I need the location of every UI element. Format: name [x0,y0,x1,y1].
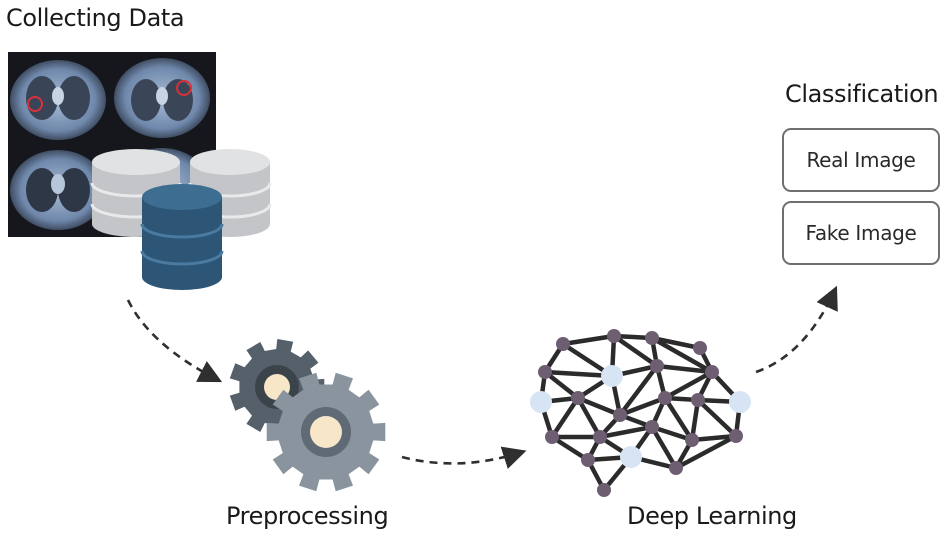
network-node [685,433,699,447]
arrow-collect-to-preprocess [126,299,223,383]
network-node [593,430,607,444]
network-node [650,359,664,373]
network-node [556,337,570,351]
network-node [581,453,595,467]
deep-learning-label: Deep Learning [627,502,797,530]
real-image-box: Real Image [782,128,940,192]
network-edge [549,395,581,440]
network-node [693,341,707,355]
network-edge [654,363,715,375]
ct-scan-slice [10,150,106,230]
network-edge [662,369,715,401]
network-edge [611,333,660,369]
network-node [669,461,683,475]
ct-scan-slice [114,58,210,138]
network-edge [597,424,655,440]
network-edge [549,434,591,463]
network-node [729,429,743,443]
network-edge [575,395,603,440]
network-node [530,391,552,413]
network-node [607,329,621,343]
network-node [601,365,623,387]
preprocessing-label: Preprocessing [226,502,389,530]
database-icon [90,149,272,290]
network-edge [649,424,695,443]
arrow-deep-learning-to-classification [755,285,838,374]
network-edge [649,335,703,351]
network-edge [617,395,668,418]
network-edge [673,433,739,471]
network-edge [649,424,679,471]
network-node [645,420,659,434]
network-node [538,365,552,379]
network-node [645,331,659,345]
network-node [597,483,611,497]
network-node [691,393,705,407]
network-edge [542,369,581,401]
network-edge [662,395,695,443]
network-edge [649,335,715,375]
arrow-preprocess-to-deep-learning [401,446,527,469]
network-edge [560,333,617,347]
network-node [571,391,585,405]
network-node [658,391,672,405]
gears-icon [229,339,386,492]
collecting-data-title: Collecting Data [6,4,185,32]
fake-image-box: Fake Image [782,201,940,265]
network-edge [542,369,615,379]
network-edge [695,397,739,439]
network-node [620,446,642,468]
classification-title: Classification [785,80,939,108]
network-node [613,408,627,422]
neural-network-brain-icon [530,329,751,497]
network-edge [575,395,623,418]
ct-scan-slice [10,60,106,140]
network-node [545,430,559,444]
network-node [729,391,751,413]
network-edge [689,433,739,443]
network-node [705,365,719,379]
network-edge [617,363,660,418]
